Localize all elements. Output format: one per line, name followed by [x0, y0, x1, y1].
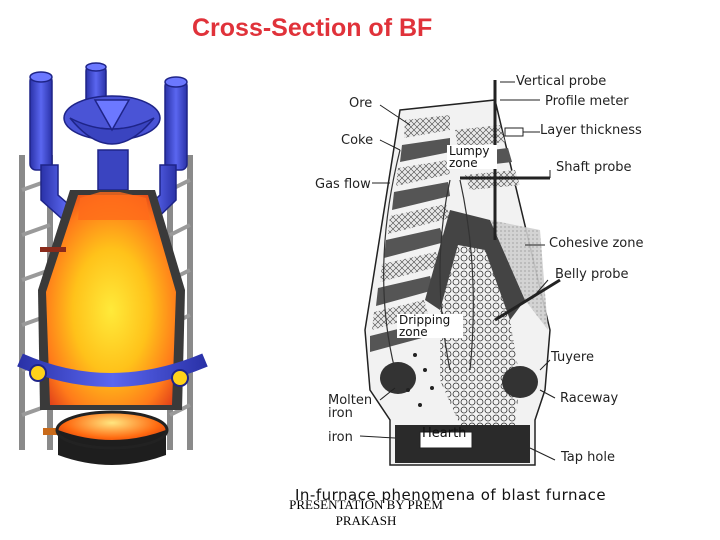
- presenter-credit: PRESENTATION BY PREM PRAKASH: [276, 497, 456, 529]
- raceway-left: [380, 362, 416, 394]
- label-ore: Ore: [349, 96, 372, 111]
- charging-top: [64, 96, 160, 190]
- page-title: Cross-Section of BF: [192, 14, 432, 43]
- label-iron: iron: [328, 430, 353, 445]
- label-dripping-zone: Dripping zone: [397, 314, 463, 338]
- label-raceway: Raceway: [560, 391, 618, 406]
- label-lumpy-zone: Lumpy zone: [447, 145, 497, 169]
- label-cohesive-zone: Cohesive zone: [549, 236, 644, 251]
- label-hearth: Hearth: [422, 426, 466, 441]
- label-tap-hole: Tap hole: [561, 450, 615, 465]
- raceway-right: [502, 366, 538, 398]
- presenter-line-2: PRAKASH: [276, 513, 456, 529]
- label-layer-thickness: Layer thickness: [540, 123, 642, 138]
- label-gas-flow: Gas flow: [315, 177, 371, 192]
- label-shaft-probe: Shaft probe: [556, 160, 632, 175]
- label-vertical-probe: Vertical probe: [516, 74, 606, 89]
- label-profile-meter: Profile meter: [545, 94, 629, 109]
- label-belly-probe: Belly probe: [555, 267, 628, 282]
- label-molten-iron: Molten iron: [328, 394, 380, 420]
- blast-furnace-3d-illustration: [0, 60, 225, 480]
- label-tuyere: Tuyere: [551, 350, 594, 365]
- presenter-line-1: PRESENTATION BY PREM: [276, 497, 456, 513]
- label-coke: Coke: [341, 133, 373, 148]
